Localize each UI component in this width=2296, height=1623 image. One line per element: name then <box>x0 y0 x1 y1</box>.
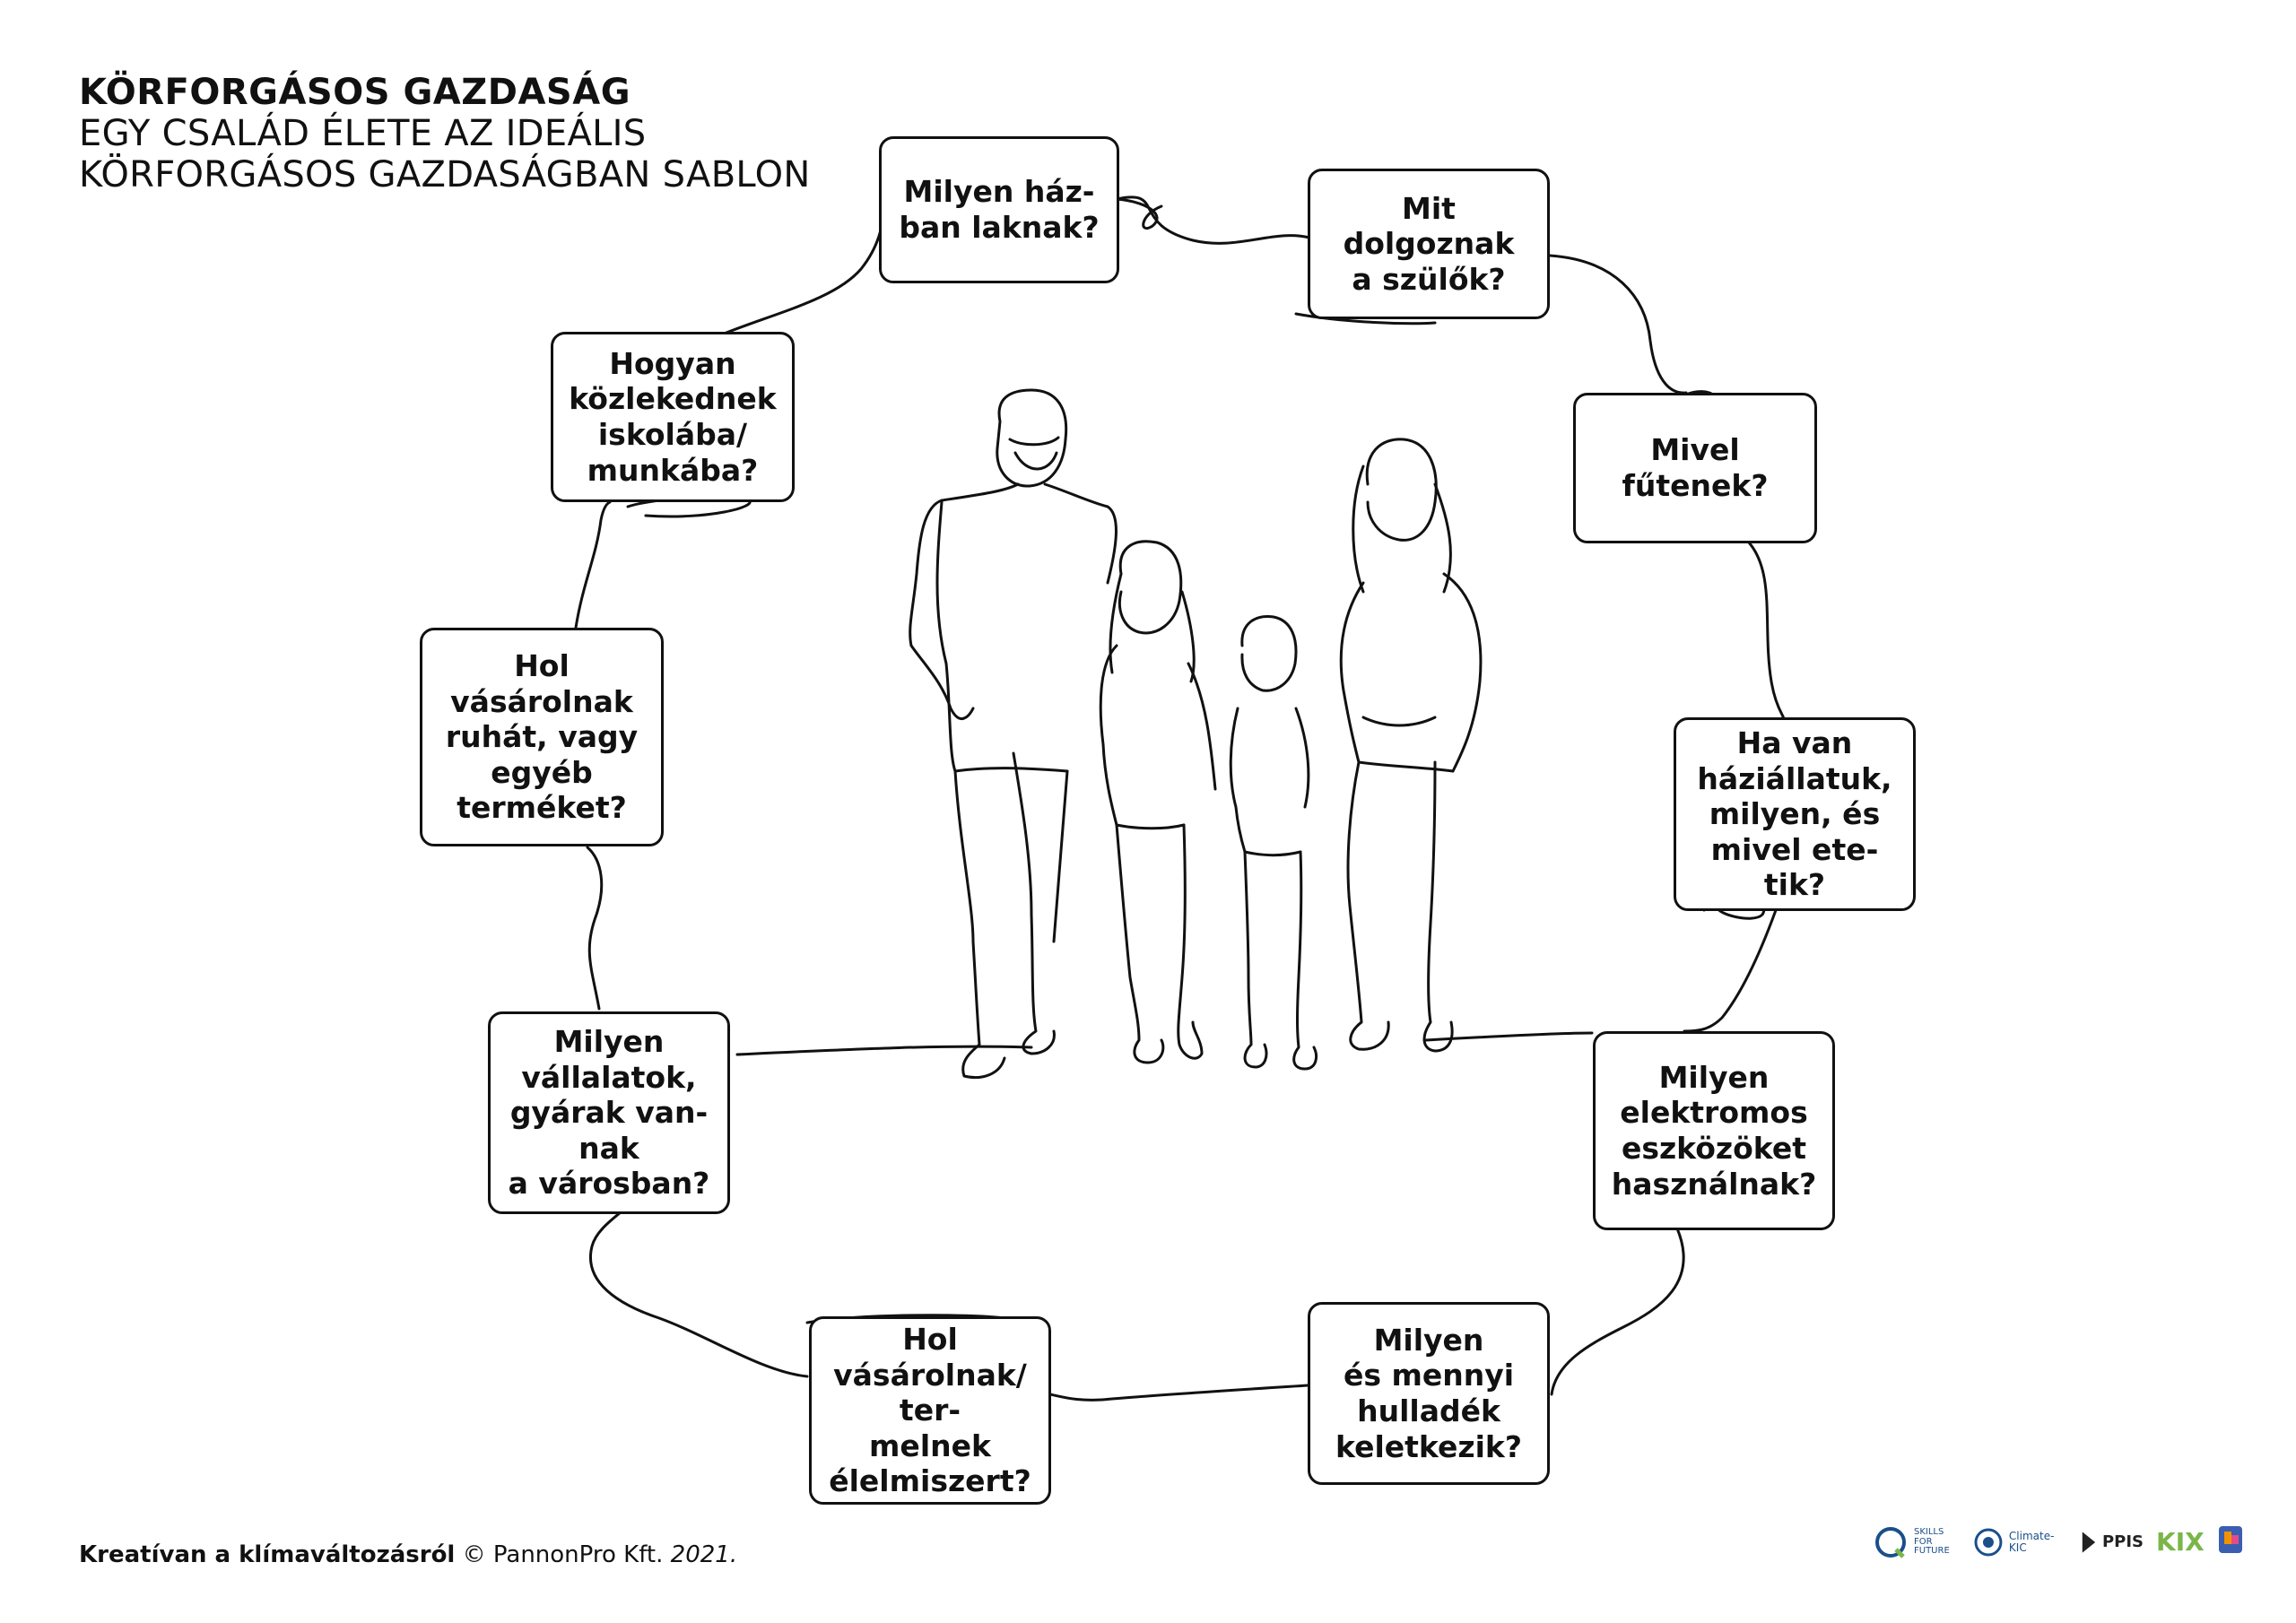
father-figure <box>909 388 1118 1080</box>
connector-food-companies <box>589 1204 809 1378</box>
question-pets: Ha van háziállatuk, milyen, és mivel ete… <box>1674 717 1916 911</box>
question-work: Mit dolgoznak a szülők? <box>1308 169 1550 319</box>
connector-companies-clothes <box>586 846 604 1011</box>
ppis-icon <box>2082 1532 2096 1553</box>
skills-for-future-icon <box>1875 1527 1906 1558</box>
connector-work-heating <box>1548 254 1688 395</box>
loop-house <box>1115 197 1163 230</box>
page-subtitle-line-2: KÖRFORGÁSOS GAZDASÁGBAN SABLON <box>79 154 811 195</box>
older-daughter-figure <box>1099 540 1217 1064</box>
question-electronics: Milyen elektromos eszközöket használnak? <box>1593 1031 1835 1230</box>
mother-figure <box>1339 438 1483 1053</box>
younger-daughter-figure <box>1229 614 1318 1071</box>
climate-kic-logo: Climate-KIC <box>1973 1515 2072 1569</box>
question-heating: Mivel fűtenek? <box>1573 393 1817 543</box>
connector-waste-food <box>1048 1384 1309 1402</box>
connector-heating-pets <box>1747 541 1785 719</box>
question-waste: Milyen és mennyi hulladék keletkezik? <box>1308 1302 1550 1485</box>
climate-kic-text: Climate-KIC <box>2008 1530 2055 1554</box>
connector-family-electronics <box>1424 1031 1594 1042</box>
skills-for-future-logo: SKILLS FOR FUTURE <box>1873 1515 1962 1569</box>
connector-house-work <box>1115 195 1311 245</box>
climate-smart-icon <box>2219 1526 2242 1553</box>
question-clothes: Hol vásárolnak ruhát, vagy egyéb terméke… <box>420 628 664 846</box>
partner-logos: SKILLS FOR FUTURE Climate-KIC PPIS KIX <box>1873 1515 2249 1569</box>
page-title: KÖRFORGÁSOS GAZDASÁG <box>79 72 631 113</box>
question-house: Milyen ház- ban laknak? <box>879 136 1119 283</box>
climate-kic-icon <box>1974 1528 2003 1557</box>
question-food: Hol vásárolnak/ ter- melnek élelmiszert? <box>809 1316 1051 1505</box>
question-companies: Milyen vállalatok, gyárak van- nak a vár… <box>488 1011 730 1214</box>
question-transport: Hogyan közlekednek iskolába/ munkába? <box>551 332 795 502</box>
skills-for-future-text: SKILLS FOR FUTURE <box>1914 1527 1950 1557</box>
ppis-text: PPIS <box>2101 1532 2144 1551</box>
header: KÖRFORGÁSOS GAZDASÁG EGY CSALÁD ÉLETE AZ… <box>79 72 811 195</box>
kix-logo: KIX <box>2156 1515 2210 1569</box>
connector-transport-house <box>716 206 885 338</box>
footer: Kreatívan a klímaváltozásról © PannonPro… <box>79 1541 737 1568</box>
kix-text: KIX <box>2156 1527 2205 1558</box>
footer-brand: Kreatívan a klímaváltozásról <box>79 1541 456 1568</box>
connector-pets-electronics <box>1683 908 1778 1033</box>
climate-smart-logo <box>2217 1515 2249 1569</box>
page-subtitle-line-1: EGY CSALÁD ÉLETE AZ IDEÁLIS <box>79 113 647 154</box>
footer-year: 2021. <box>670 1541 738 1568</box>
connector-companies-family <box>735 1045 1033 1056</box>
footer-copyright: © PannonPro Kft. <box>462 1541 664 1568</box>
connector-clothes-transport <box>574 500 612 629</box>
connector-electronics-waste <box>1550 1227 1685 1396</box>
ppis-logo: PPIS <box>2081 1515 2144 1569</box>
